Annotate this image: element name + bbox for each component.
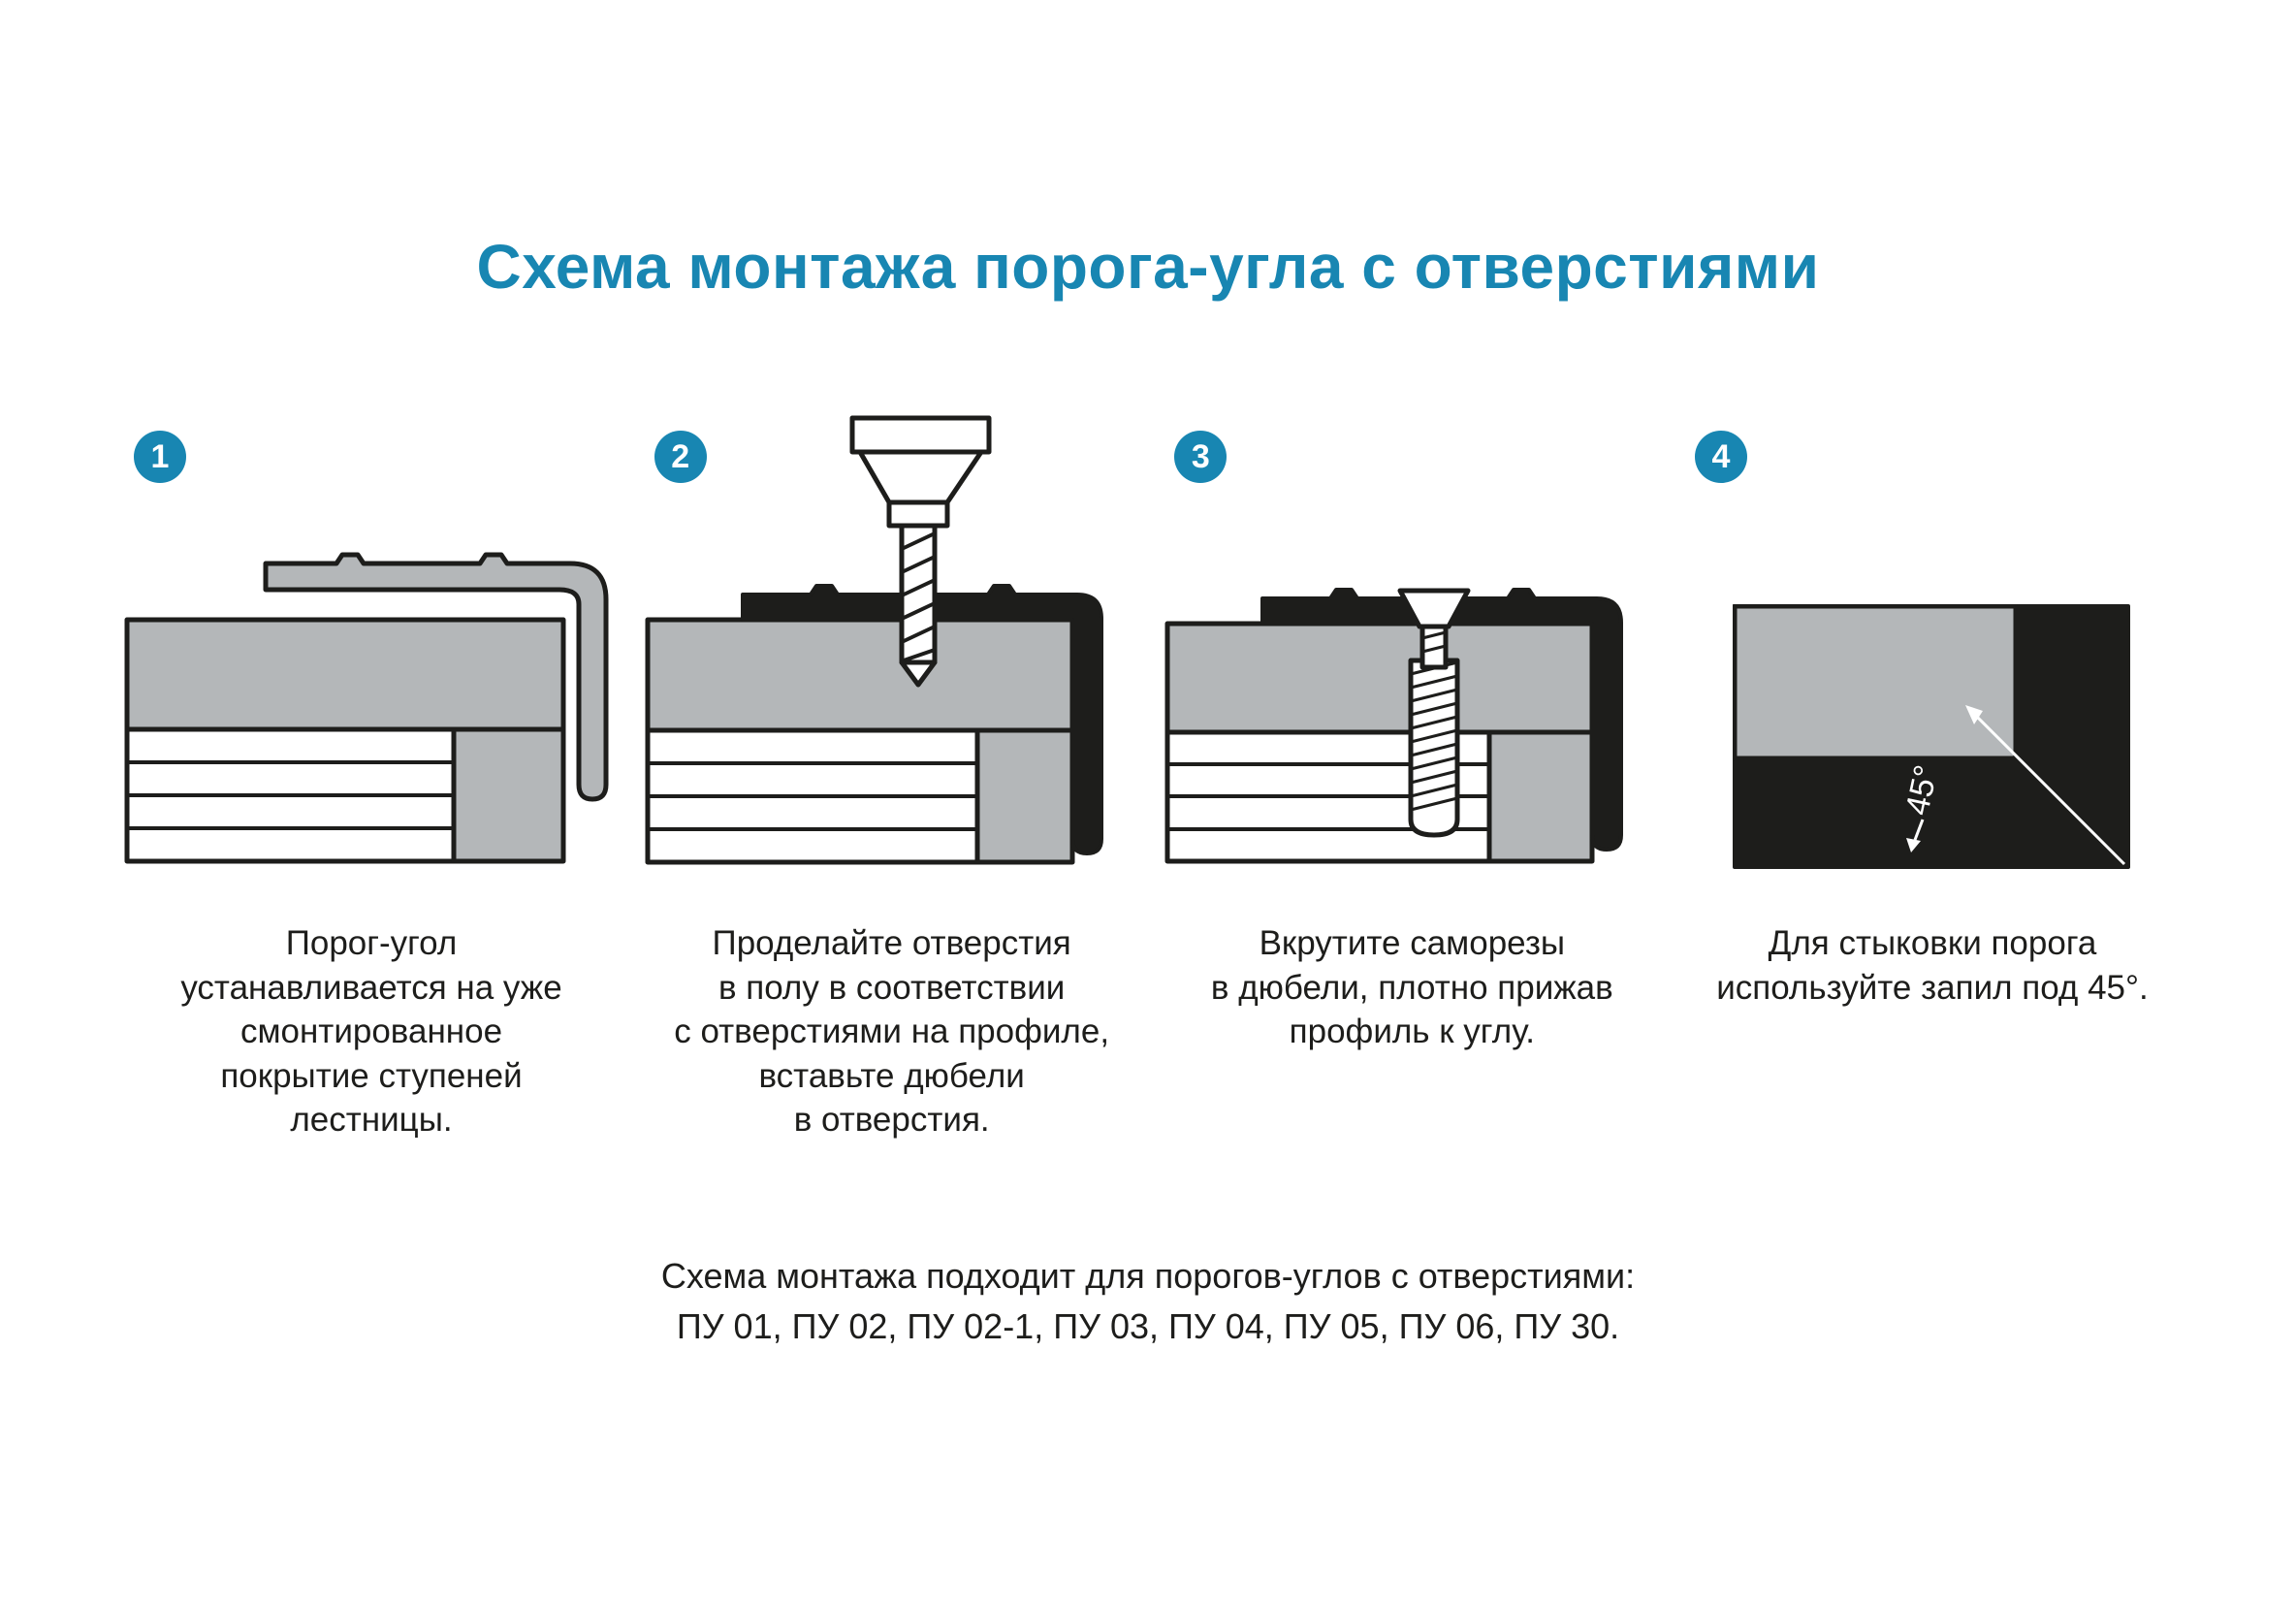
- footer-line-1: Схема монтажа подходит для порогов-углов…: [660, 1255, 1636, 1296]
- step-3-number-badge: 3: [1174, 431, 1228, 483]
- drill-flute: [900, 601, 936, 621]
- dowel-rib: [1410, 715, 1458, 730]
- angle-arrow-line: [1913, 819, 1925, 841]
- dowel-rib: [1410, 756, 1458, 771]
- step-number: 2: [671, 437, 690, 475]
- drilling-holes-illustration: [645, 415, 1103, 865]
- drill-flute: [900, 555, 936, 574]
- step-1-number-badge: 1: [134, 431, 186, 483]
- screw-into-dowel-illustration: [1164, 588, 1624, 864]
- dowel-body: [1408, 658, 1460, 838]
- drill-flute: [903, 648, 936, 662]
- dowel-rib: [1410, 688, 1458, 703]
- dowel-rib: [1410, 728, 1458, 744]
- step-4-column: 4 45° Для стыковки порога используйте за…: [1685, 415, 2180, 1142]
- drill-chuck: [849, 415, 992, 455]
- dowel-rib: [1410, 674, 1458, 690]
- drill-flute: [900, 625, 936, 644]
- step-4-number-badge: 4: [1694, 431, 1747, 483]
- stair-riser-block: [451, 726, 566, 864]
- drill-flute: [900, 531, 936, 551]
- drill-bit-tip: [899, 659, 938, 688]
- miter-arrowhead-up: [1964, 705, 1983, 724]
- step-2-column: 2: [645, 415, 1139, 1142]
- drill-icon: [849, 415, 992, 688]
- miter-45-joint-illustration: 45°: [1732, 604, 2130, 869]
- step-number: 1: [150, 437, 170, 475]
- step-tread-covering: [645, 617, 1075, 733]
- step-2-caption: Проделайте отверстия в полу в соответств…: [674, 924, 1110, 1139]
- profile-surface-gray: [1732, 604, 2019, 761]
- drill-flute: [900, 578, 936, 597]
- step-number: 3: [1191, 437, 1210, 475]
- corner-profile-dark: [740, 584, 1103, 855]
- step-4-caption: Для стыковки порога используйте запил по…: [1716, 924, 2149, 1007]
- step-1-caption: Порог-угол устанавливается на уже смонти…: [180, 924, 562, 1139]
- step-3-caption: Вкрутите саморезы в дюбели, плотно прижа…: [1210, 924, 1613, 1050]
- dowel-icon: [1408, 658, 1460, 838]
- steps-row: 1 Порог-угол устанавливается на уже смон…: [0, 303, 2296, 1142]
- page-title: Схема монтажа порога-угла с отверстиями: [476, 232, 1820, 302]
- drill-taper: [857, 449, 984, 505]
- corner-profile-dark: [1260, 588, 1624, 852]
- step-4-illustration-box: 45°: [1685, 415, 2180, 871]
- stair-riser-block: [974, 727, 1075, 865]
- corner-profile: [263, 552, 609, 802]
- corner-profile-on-step-illustration: [124, 552, 609, 864]
- miter-cut-line: [1968, 708, 2126, 866]
- step-2-number-badge: 2: [654, 431, 707, 483]
- step-number: 4: [1711, 437, 1731, 475]
- screw-head: [1397, 588, 1471, 629]
- step-1-illustration-box: [124, 415, 619, 871]
- step-2-illustration-box: [645, 415, 1139, 871]
- dowel-rib: [1410, 701, 1458, 717]
- step-1-column: 1 Порог-угол устанавливается на уже смон…: [124, 415, 619, 1142]
- stair-riser-block: [1486, 729, 1595, 864]
- footer-note: Схема монтажа подходит для порогов-углов…: [0, 1251, 2296, 1352]
- step-tread-covering: [124, 617, 566, 732]
- dowel-rib: [1410, 796, 1458, 812]
- screw-thread: [1421, 630, 1447, 640]
- screw-thread: [1421, 644, 1447, 654]
- dowel-rib: [1410, 783, 1458, 798]
- drill-collar: [886, 499, 950, 529]
- step-3-illustration-box: [1164, 415, 1659, 871]
- step-3-column: 3: [1164, 415, 1659, 1142]
- angle-arrowhead-down: [1905, 838, 1921, 852]
- dowel-rib: [1410, 742, 1458, 757]
- dowel-rib: [1410, 769, 1458, 785]
- footer-line-2: ПУ 01, ПУ 02, ПУ 02-1, ПУ 03, ПУ 04, ПУ …: [676, 1305, 1620, 1346]
- step-tread-covering: [1164, 621, 1595, 735]
